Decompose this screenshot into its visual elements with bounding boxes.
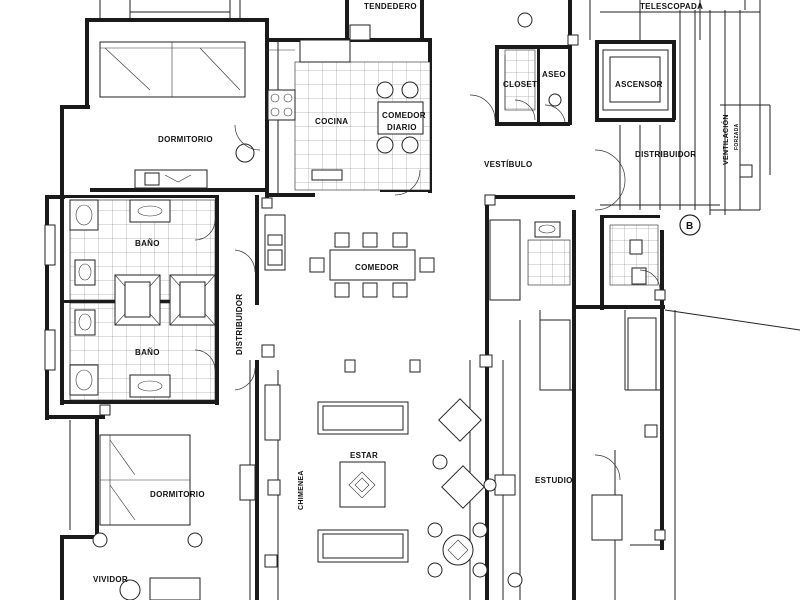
stair-lines (589, 0, 771, 215)
label-vividor: VIVIDOR (93, 575, 128, 584)
label-tendedero: TENDEDERO (364, 2, 417, 11)
furniture (44, 12, 753, 600)
label-dormitorio-bottom: DORMITORIO (150, 490, 205, 499)
label-estar: ESTAR (350, 451, 378, 460)
label-bano-top: BAÑO (135, 239, 160, 248)
label-chimenea: CHIMENEA (298, 470, 305, 510)
label-distribuidor-right: DISTRIBUIDOR (635, 150, 696, 159)
label-distribuidor-left: DISTRIBUIDOR (235, 294, 244, 355)
label-cocina: COCINA (315, 117, 348, 126)
label-telescopada: TELESCOPADA (640, 2, 703, 11)
label-closet: CLOSET (503, 80, 537, 89)
label-ventilacion: VENTILACIÓN (721, 114, 730, 165)
label-bano-bottom: BAÑO (135, 348, 160, 357)
label-comedor: COMEDOR (355, 263, 399, 272)
label-marker-b: B (686, 221, 694, 232)
label-comedor-diario-1: COMEDOR (382, 111, 426, 120)
walls (45, 0, 676, 600)
label-comedor-diario-2: DIARIO (387, 123, 417, 132)
label-vestibulo: VESTÍBULO (484, 160, 532, 169)
room-labels: TENDEDERO TELESCOPADA DORMITORIO COCINA … (93, 2, 740, 584)
label-ventilacion-sub: FORZADA (734, 123, 740, 150)
label-ascensor: ASCENSOR (615, 80, 663, 89)
label-dormitorio-top: DORMITORIO (158, 135, 213, 144)
doors (194, 94, 661, 481)
label-aseo: ASEO (542, 70, 566, 79)
label-estudio: ESTUDIO (535, 476, 573, 485)
